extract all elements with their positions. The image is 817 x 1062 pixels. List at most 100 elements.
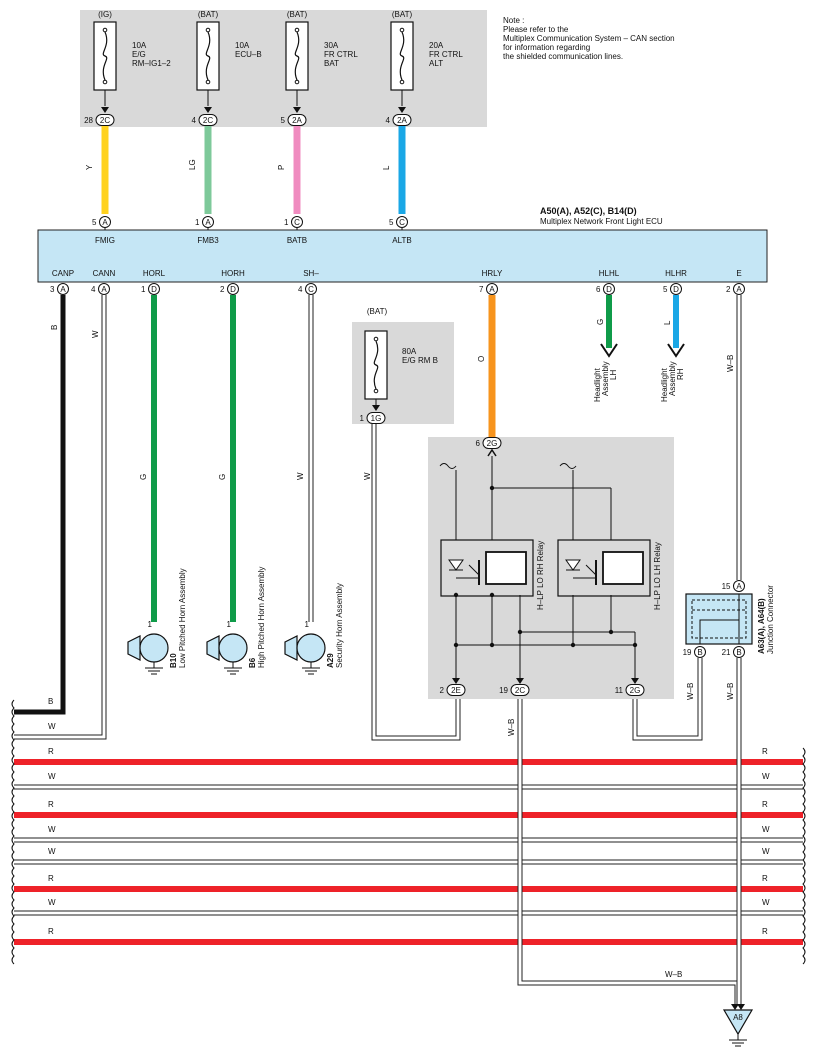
- connector-outline: [98, 283, 110, 295]
- connector-outline: [57, 283, 69, 295]
- headlight-label: Assembly: [668, 361, 677, 396]
- wire-color-label: W: [48, 898, 56, 907]
- horn-body: [296, 633, 326, 663]
- connector-code: C: [399, 218, 405, 227]
- relay-coil: [602, 551, 644, 585]
- diode-icon: [565, 559, 581, 571]
- fuse-terminal: [373, 388, 379, 394]
- wire-color-label: B: [50, 325, 59, 330]
- connector-outline: [227, 283, 239, 295]
- ecu-bottom-pin: A2: [726, 283, 745, 295]
- relay-label: H–LP LO LH Relay: [653, 542, 662, 610]
- ecu-pin-label: HRLY: [482, 269, 503, 278]
- connector-outline: [305, 283, 317, 295]
- connector-outline: [446, 684, 466, 696]
- connector-code: A: [101, 285, 107, 294]
- horn-name: Low Pitched Horn Assembly: [178, 568, 187, 668]
- arrow-down-icon: [731, 1004, 739, 1010]
- relay-out-connector: 2E2: [440, 684, 466, 696]
- pin-number: 4: [386, 116, 391, 125]
- ecu-bottom-pin: A4: [91, 283, 110, 295]
- ecu-pin-label: FMB3: [197, 236, 219, 245]
- wire-color-label: W–B: [686, 683, 695, 700]
- pin-number: 1: [305, 620, 310, 629]
- junction-label: A63(A), A64(B)Junction Connector: [757, 585, 775, 654]
- fuse-name: FR CTRL: [429, 50, 463, 59]
- arrow-down-icon: [452, 678, 460, 684]
- junction-dot: [489, 485, 495, 491]
- fuse-name: ALT: [429, 59, 443, 68]
- note-line: for information regarding: [503, 43, 590, 52]
- fuse-terminal: [373, 336, 379, 342]
- wire-color-label: W: [91, 330, 100, 338]
- wire-color-label: W: [762, 847, 770, 856]
- arrow-up-icon: [487, 448, 497, 457]
- ecu-pin-label: BATB: [287, 236, 307, 245]
- connector-code: A: [60, 285, 66, 294]
- pin-number: 4: [298, 285, 303, 294]
- connector-code: A: [736, 285, 742, 294]
- canp-wire: [14, 295, 66, 715]
- pin-number: 6: [476, 439, 481, 448]
- cann-wire: [14, 295, 107, 740]
- connector-code: 2G: [487, 439, 498, 448]
- ecu-pin-label: HLHR: [665, 269, 687, 278]
- fuse-block-panel: [80, 10, 487, 127]
- fuse-amps: 10A: [235, 41, 250, 50]
- relay-frame: [557, 539, 651, 597]
- fuse-name: E/G RM B: [402, 356, 438, 365]
- ecu-bottom-pin: D6: [596, 283, 615, 295]
- pin-number: 28: [84, 116, 93, 125]
- pin-number: 2: [440, 686, 445, 695]
- pin-number: 5: [92, 218, 97, 227]
- ecu-top-pin: A1: [195, 216, 214, 228]
- pin-number: 3: [50, 285, 55, 294]
- pin-number: 1: [195, 218, 200, 227]
- transistor-line: [585, 564, 597, 576]
- pin-number: 19: [683, 648, 692, 657]
- break-line: [802, 747, 806, 965]
- ecu-pin-label: SH–: [303, 269, 319, 278]
- fuse-terminal: [399, 79, 405, 85]
- junction-inner: [691, 599, 747, 639]
- fuse-supply: (IG): [98, 10, 112, 19]
- fuse-terminal: [294, 79, 300, 85]
- wire-color-label: W: [296, 472, 305, 480]
- arrow-down-icon: [631, 678, 639, 684]
- relay-2c-wire-fill: [518, 696, 739, 1005]
- wire-color-label: R: [48, 927, 54, 936]
- ecu-bottom-pin: D2: [220, 283, 239, 295]
- wire-color-label: L: [663, 320, 672, 325]
- ecu-pin-label: ALTB: [392, 236, 411, 245]
- horn-bell: [284, 635, 298, 661]
- connector-code: 2C: [515, 686, 525, 695]
- fuse-name: E/G: [132, 50, 146, 59]
- ac-symbol-icon: [559, 463, 577, 469]
- diode-icon: [448, 559, 464, 571]
- fuse-amps: 30A: [324, 41, 339, 50]
- fuse-terminal: [294, 27, 300, 33]
- pin-number: 7: [479, 285, 484, 294]
- fuse-element: [205, 31, 211, 81]
- ac-symbol-icon: [439, 463, 457, 469]
- ecu-name: Multiplex Network Front Light ECU: [540, 217, 663, 226]
- break-line: [11, 699, 15, 965]
- wire-color-label: W: [48, 722, 56, 731]
- connector-outline: [366, 412, 386, 424]
- connector-code: D: [673, 285, 679, 294]
- fuse-icon: [285, 21, 309, 91]
- fuse80-out-wire-fill: [372, 424, 460, 740]
- pin-number: 6: [596, 285, 601, 294]
- connector-outline: [510, 684, 530, 696]
- wire-color-label: W: [762, 898, 770, 907]
- pin-number: 4: [91, 285, 96, 294]
- pin-number: 1: [284, 218, 289, 227]
- ecu-bottom-pin: A7: [479, 283, 498, 295]
- horn-bell: [206, 635, 220, 661]
- connector-outline: [625, 684, 645, 696]
- pin-number: 1: [227, 620, 232, 629]
- ecu-bottom-pin: C4: [298, 283, 317, 295]
